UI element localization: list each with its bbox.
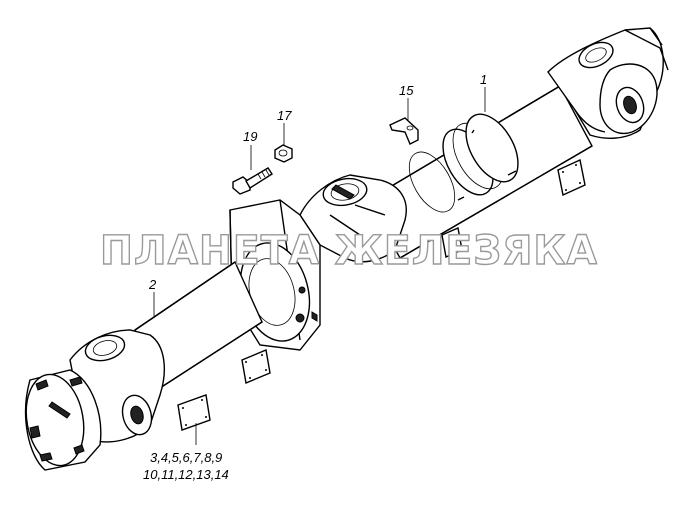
bracket-part-15	[389, 117, 419, 145]
bolt-part-19	[232, 167, 273, 195]
callout-parts-group-line-1: 3,4,5,6,7,8,9	[150, 450, 222, 465]
callout-part-17: 17	[277, 108, 292, 123]
watermark-text: ПЛАНЕТА ЖЕЛЕЗЯКА	[100, 228, 598, 274]
balance-plates	[177, 158, 586, 431]
callout-part-15: 15	[399, 83, 414, 98]
shaft-1	[299, 27, 669, 263]
nut-part-17	[274, 144, 293, 163]
leader-lines	[153, 87, 486, 445]
callout-parts-group-line-2: 10,11,12,13,14	[143, 467, 229, 482]
callout-part-2: 2	[148, 277, 157, 292]
callout-part-19: 19	[243, 129, 257, 144]
callout-part-1: 1	[480, 72, 487, 87]
shaft-2	[24, 260, 263, 471]
